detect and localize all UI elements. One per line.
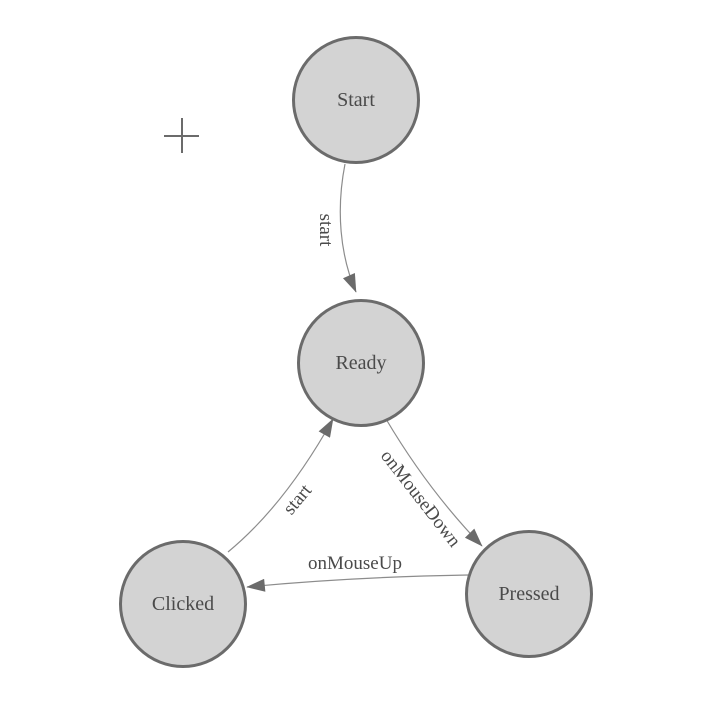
edge-label-pressed-to-clicked[interactable]: onMouseUp bbox=[308, 553, 402, 574]
edge-start-to-ready[interactable] bbox=[339, 163, 357, 293]
state-node-ready[interactable]: Ready bbox=[297, 299, 425, 427]
state-node-label: Pressed bbox=[498, 582, 560, 605]
state-node-label: Start bbox=[337, 88, 375, 111]
plus-crosshair-icon bbox=[164, 118, 199, 153]
state-node-label: Ready bbox=[335, 351, 387, 374]
state-node-pressed[interactable]: Pressed bbox=[465, 530, 593, 658]
edge-label-start-to-ready[interactable]: start bbox=[315, 213, 336, 247]
edge-ready-to-pressed[interactable] bbox=[385, 418, 483, 547]
state-node-clicked[interactable]: Clicked bbox=[119, 540, 247, 668]
edge-clicked-to-ready[interactable] bbox=[227, 418, 334, 553]
edge-pressed-to-clicked[interactable] bbox=[246, 574, 469, 592]
state-node-label: Clicked bbox=[151, 592, 215, 615]
state-node-start[interactable]: Start bbox=[292, 36, 420, 164]
